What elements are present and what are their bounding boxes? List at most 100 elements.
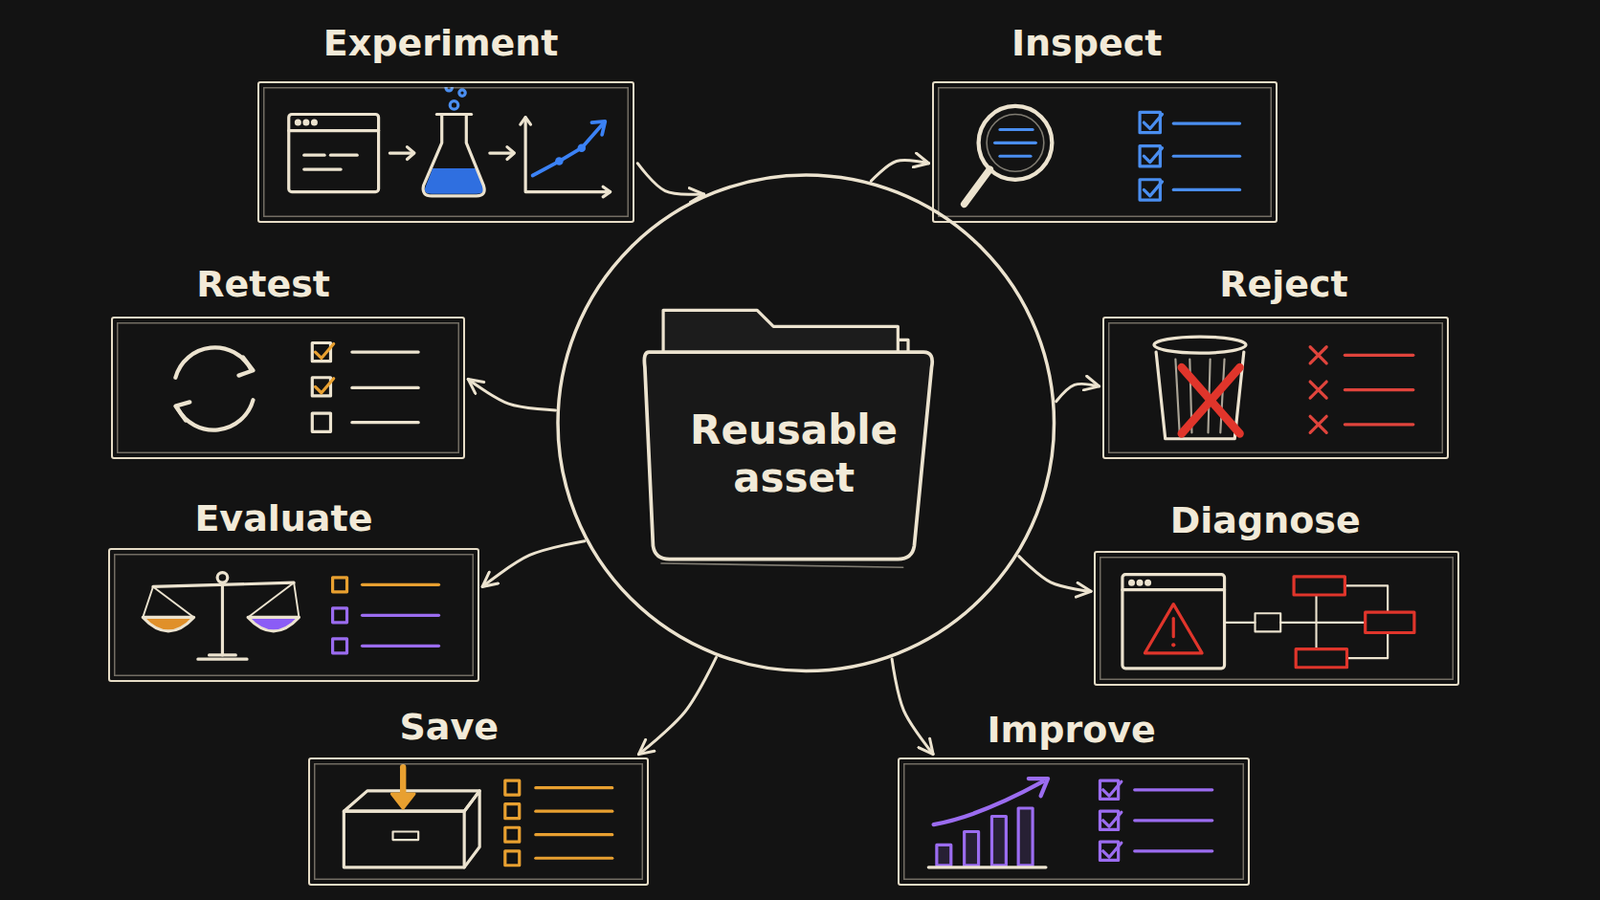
save-icons xyxy=(535,786,613,790)
save-icons xyxy=(535,833,613,837)
evaluate-icons xyxy=(217,573,228,584)
experiment-icons xyxy=(422,113,485,196)
experiment-icons xyxy=(520,117,532,125)
experiment-icons xyxy=(489,151,514,155)
improve-icons xyxy=(1028,778,1048,797)
evaluate-icons xyxy=(333,608,348,623)
inspect-icons xyxy=(986,113,1045,172)
save-icons xyxy=(393,832,420,842)
experiment-icons xyxy=(288,85,611,198)
reject-icons xyxy=(1310,347,1414,434)
experiment-icons xyxy=(304,154,325,157)
step-heading: Inspect xyxy=(1011,21,1162,66)
experiment-icons xyxy=(591,121,605,135)
experiment-icons xyxy=(304,168,341,172)
reject-icons xyxy=(1154,336,1246,354)
flow-arrow xyxy=(1056,384,1100,402)
icon-panel xyxy=(932,81,1278,223)
evaluate-icons xyxy=(247,617,299,631)
reject-icons xyxy=(1181,367,1241,434)
step-heading: Retest xyxy=(196,262,331,307)
save-icons xyxy=(343,767,612,868)
step-card: Reject xyxy=(1102,262,1450,461)
save-icons xyxy=(391,794,414,809)
diagnose-icons xyxy=(1172,619,1176,638)
evaluate-icons xyxy=(362,644,440,648)
experiment-icons xyxy=(295,120,300,125)
retest-icons xyxy=(352,350,419,354)
folder-icon xyxy=(644,352,933,560)
retest-icons xyxy=(175,342,419,432)
save-icons xyxy=(343,791,480,812)
evaluate-icons xyxy=(142,573,439,661)
experiment-icons xyxy=(288,113,379,192)
reject-icons xyxy=(1344,388,1413,392)
experiment-icons xyxy=(424,168,485,195)
hub-circle: Reusable asset xyxy=(555,173,1057,674)
evaluate-icons xyxy=(142,617,194,631)
reject-icons xyxy=(1181,367,1241,434)
diagnose-icons xyxy=(1365,612,1415,633)
inspect-icons xyxy=(1173,188,1240,192)
step-heading: Reject xyxy=(1219,262,1349,307)
reject-icons xyxy=(1310,347,1327,364)
inspect-icons xyxy=(964,169,991,204)
inspect-icons xyxy=(1173,121,1240,125)
save-icons xyxy=(464,791,480,868)
retest-icons xyxy=(314,344,334,359)
retest-icons xyxy=(352,421,419,424)
flow-arrow xyxy=(467,378,556,410)
inspect-icons xyxy=(995,141,1037,145)
step-heading: Diagnose xyxy=(1170,498,1361,543)
improve-icons xyxy=(933,781,1044,825)
save-icons xyxy=(505,804,520,820)
improve-icons xyxy=(991,817,1006,867)
flow-arrow xyxy=(482,541,585,588)
retest-icons xyxy=(239,356,254,376)
evaluate-icons xyxy=(333,577,348,593)
save-icons xyxy=(535,857,613,861)
improve-icons xyxy=(1018,808,1033,867)
diagnose-icons xyxy=(1130,580,1134,585)
improve-icons xyxy=(1103,812,1122,827)
improve-icons xyxy=(964,832,979,867)
experiment-icons xyxy=(449,101,459,111)
improve-icons xyxy=(928,866,1046,869)
reject-icons xyxy=(1310,381,1327,399)
experiment-icons xyxy=(507,147,514,160)
step-card: Retest xyxy=(111,262,466,461)
experiment-icons xyxy=(577,143,587,153)
reject-icons xyxy=(1155,352,1245,440)
flow-arrow xyxy=(637,163,704,196)
improve-icons xyxy=(1134,788,1213,792)
save-icons xyxy=(505,851,520,867)
reject-icons xyxy=(1344,354,1413,357)
evaluate-icons xyxy=(142,582,299,618)
flow-arrow xyxy=(638,657,716,755)
evaluate-icons xyxy=(221,578,224,656)
hub-outline xyxy=(557,175,1055,672)
folder-icon xyxy=(644,310,933,568)
reject-icons xyxy=(1344,422,1413,426)
experiment-icons xyxy=(330,154,357,157)
flow-arrow xyxy=(870,160,929,182)
diagnose-icons xyxy=(1122,588,1225,592)
improve-icons xyxy=(1103,781,1122,797)
retest-icons xyxy=(175,401,190,421)
reject-icons xyxy=(1310,416,1327,433)
diagnose-icons xyxy=(1224,622,1256,624)
step-card: Evaluate xyxy=(108,496,480,683)
inspect-icons xyxy=(1000,128,1033,132)
save-icons xyxy=(535,810,613,814)
diagnose-icons xyxy=(1137,580,1142,585)
icon-panel xyxy=(1093,551,1460,687)
step-heading: Save xyxy=(399,705,499,750)
improve-icons xyxy=(1134,819,1213,823)
experiment-icons xyxy=(445,85,452,91)
step-card: Save xyxy=(308,705,649,887)
icon-panel xyxy=(108,548,480,683)
experiment-icons xyxy=(533,122,605,176)
retest-icons xyxy=(352,386,419,390)
evaluate-icons xyxy=(362,614,440,618)
evaluate-icons xyxy=(198,655,247,660)
